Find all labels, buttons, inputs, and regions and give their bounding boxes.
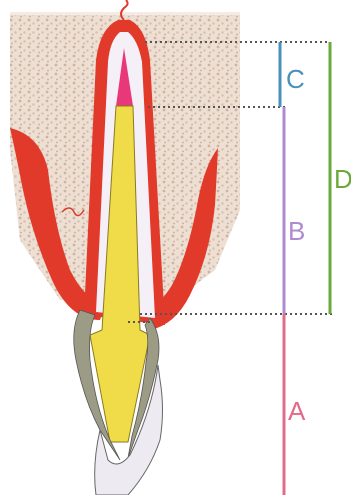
label-b: B — [288, 216, 305, 246]
bone-top-edge — [10, 12, 240, 15]
label-d: D — [334, 164, 351, 194]
label-c: C — [286, 64, 305, 94]
label-a: A — [288, 396, 306, 426]
